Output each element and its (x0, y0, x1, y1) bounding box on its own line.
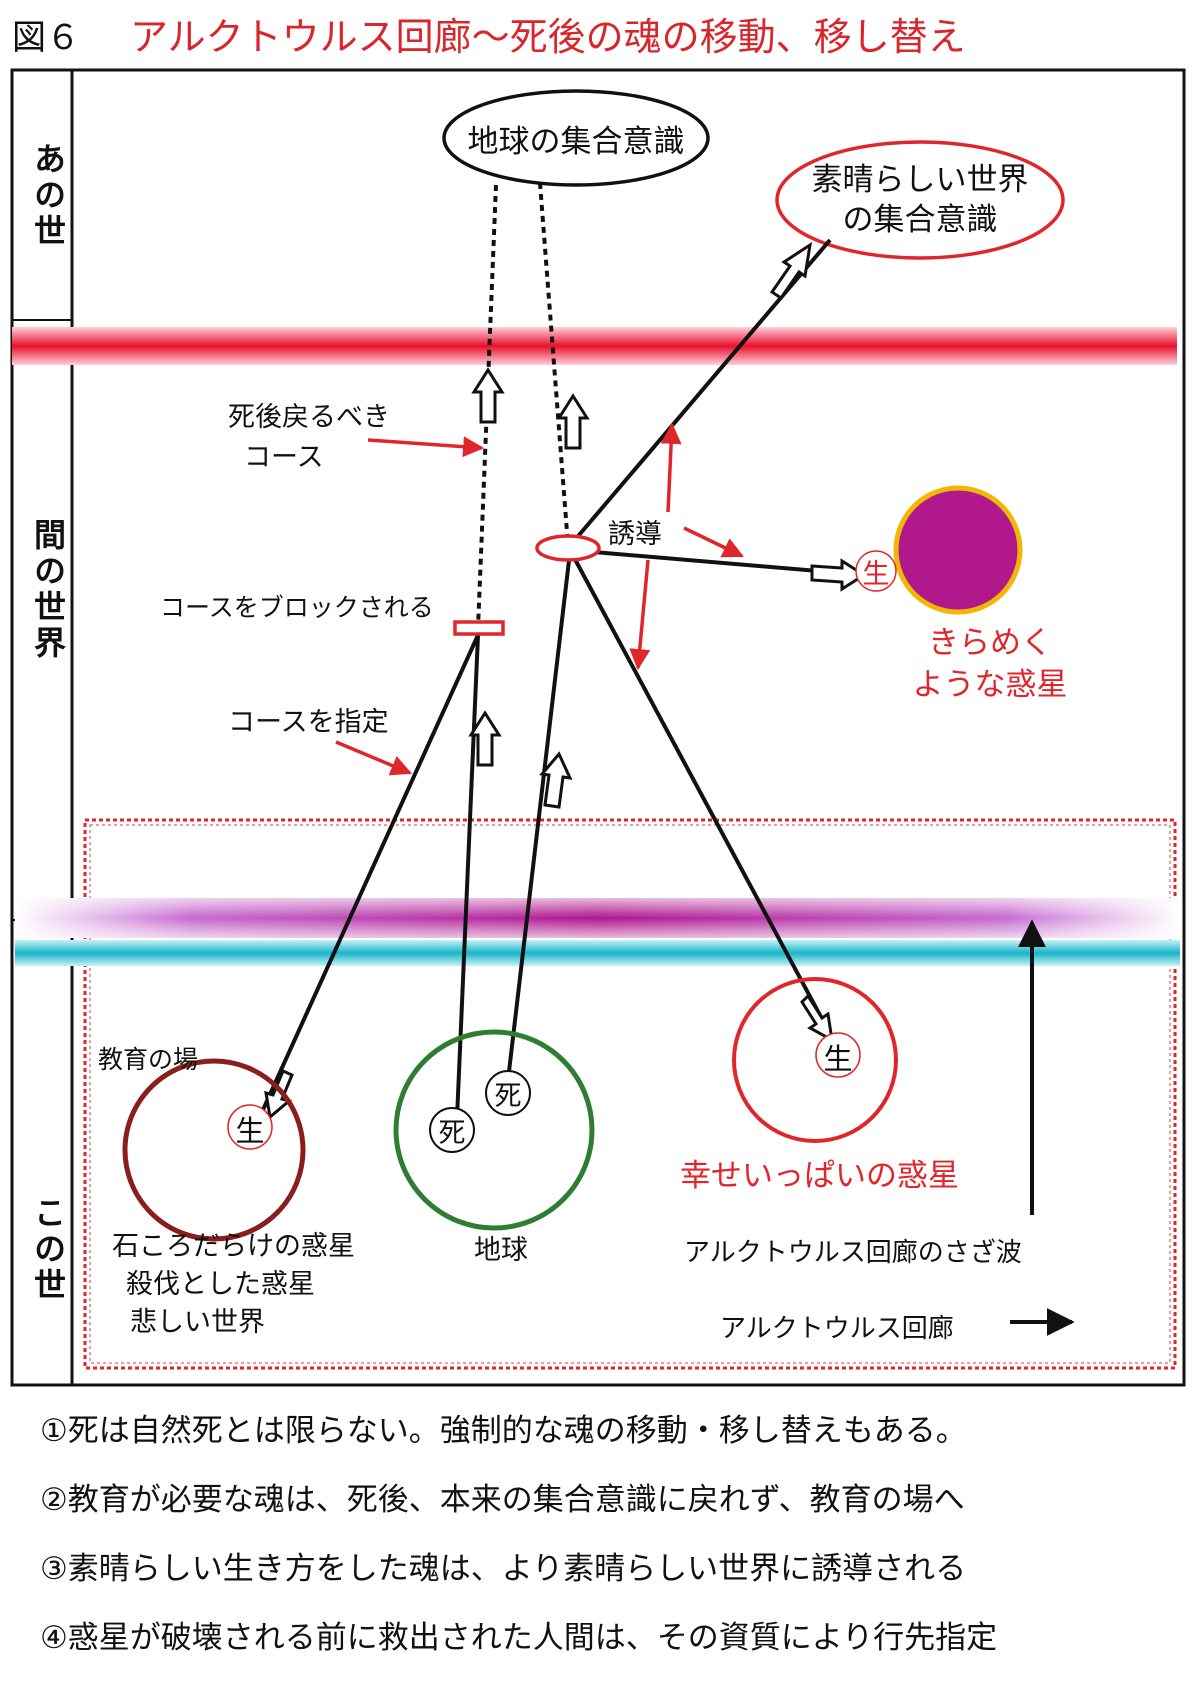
earth-collective-ellipse (442, 89, 710, 187)
return-course-line1: 死後戻るべき (228, 402, 390, 433)
ripple-band-purple-shade (15, 898, 1180, 938)
life-marker-circle (855, 550, 897, 592)
life-marker: 生 (862, 559, 890, 590)
hollow-arrow-up (556, 393, 590, 450)
figure-label: 図６ (12, 18, 80, 58)
red-arrow-guidance-right (683, 526, 744, 558)
guidance-line-happy (568, 549, 830, 1031)
course-blocked-label: コースをブロックされる (160, 593, 434, 622)
figure-title: アルクトウルス回廊～死後の魂の移動、移し替え (130, 15, 966, 59)
return-course-dotted (538, 182, 570, 546)
happy-planet-label: 幸せいっぱいの惑星 (680, 1158, 959, 1194)
wonderful-collective-line2: の集合意識 (842, 202, 998, 238)
stony-planet (122, 1058, 306, 1242)
sparkling-planet-line2: ような惑星 (912, 667, 1068, 703)
realm-ano-yo: あの世 (29, 142, 67, 250)
red-arrow-return-course (367, 436, 485, 458)
red-arrow-guidance-up (660, 422, 682, 513)
guidance-line-sparkling (569, 548, 831, 574)
death-marker: 死 (494, 1081, 522, 1112)
life-marker-circle (815, 1032, 861, 1078)
corridor-box-inner (89, 824, 1171, 1364)
sparkling-planet (893, 485, 1023, 615)
annotation-arrows (335, 422, 744, 776)
earth-collective-label: 地球の集合意識 (467, 124, 685, 160)
life-marker: 生 (235, 1114, 265, 1148)
stony-planet-line3: 悲しい世界 (130, 1307, 265, 1338)
life-marker-circle (227, 1104, 273, 1150)
diagram-frame (10, 68, 1186, 1387)
happy-planet (732, 977, 898, 1143)
hollow-arrow-right (810, 558, 867, 592)
hollow-arrow-down (264, 1069, 294, 1120)
soul-path-earth-guided (506, 551, 572, 1081)
course-designated-label: コースを指定 (228, 707, 389, 738)
sparkling-planet-line1: きらめく (928, 625, 1052, 661)
guidance-label: 誘導 (608, 519, 662, 550)
boundary-band-red (12, 327, 1177, 365)
red-arrow-guidance-down (629, 559, 651, 671)
stony-planet-label: 石ころだらけの惑星 殺伐とした惑星 悲しい世界 (112, 1228, 355, 1342)
hollow-arrow-up (539, 751, 573, 809)
realm-aida-no-sekai: 間の世界 (29, 518, 67, 662)
note-2: ②教育が必要な魂は、死後、本来の集合意識に戻れず、教育の場へ (40, 1482, 965, 1518)
education-place-label: 教育の場 (98, 1045, 199, 1074)
hollow-arrow-down (800, 993, 834, 1043)
hollow-arrows (264, 241, 867, 1120)
wonderful-collective-line1: 素晴らしい世界 (811, 162, 1029, 198)
wonderful-collective-ellipse (775, 140, 1065, 260)
ripple-label: アルクトウルス回廊のさざ波 (684, 1238, 1022, 1268)
designated-course-line (260, 634, 480, 1113)
note-1: ①死は自然死とは限らない。強制的な魂の移動・移し替えもある。 (40, 1413, 967, 1449)
death-marker-circle (429, 1107, 475, 1153)
hollow-arrow-diagonal (769, 241, 813, 301)
hollow-arrow-up (468, 710, 502, 767)
wonderful-collective-label: 素晴らしい世界 の集合意識 (785, 160, 1055, 240)
ripple-band-cyan (15, 940, 1180, 966)
stony-planet-line2: 殺伐とした惑星 (126, 1269, 315, 1300)
corridor-label: アルクトウルス回廊 (720, 1314, 954, 1344)
note-4: ④惑星が破壊される前に救出された人間は、その資質により行先指定 (40, 1620, 998, 1656)
block-marker (453, 620, 505, 636)
earth-planet (393, 1029, 595, 1231)
death-marker-circle (485, 1070, 531, 1116)
hollow-arrow-up (471, 367, 505, 424)
return-course-label: 死後戻るべき コース (228, 398, 390, 478)
death-marker: 死 (438, 1118, 466, 1149)
realm-kono-yo: この世 (29, 1196, 67, 1304)
earth-label: 地球 (474, 1235, 528, 1266)
sparkling-planet-label: きらめく ような惑星 (900, 622, 1080, 706)
guidance-node (535, 534, 601, 562)
soul-path-earth-blocked (455, 634, 480, 1119)
red-arrow-designated (335, 740, 412, 776)
return-course-line2: コース (244, 442, 324, 473)
note-3: ③素晴らしい生き方をした魂は、より素晴らしい世界に誘導される (40, 1551, 967, 1587)
life-marker: 生 (823, 1042, 853, 1076)
stony-planet-line1: 石ころだらけの惑星 (112, 1231, 355, 1262)
